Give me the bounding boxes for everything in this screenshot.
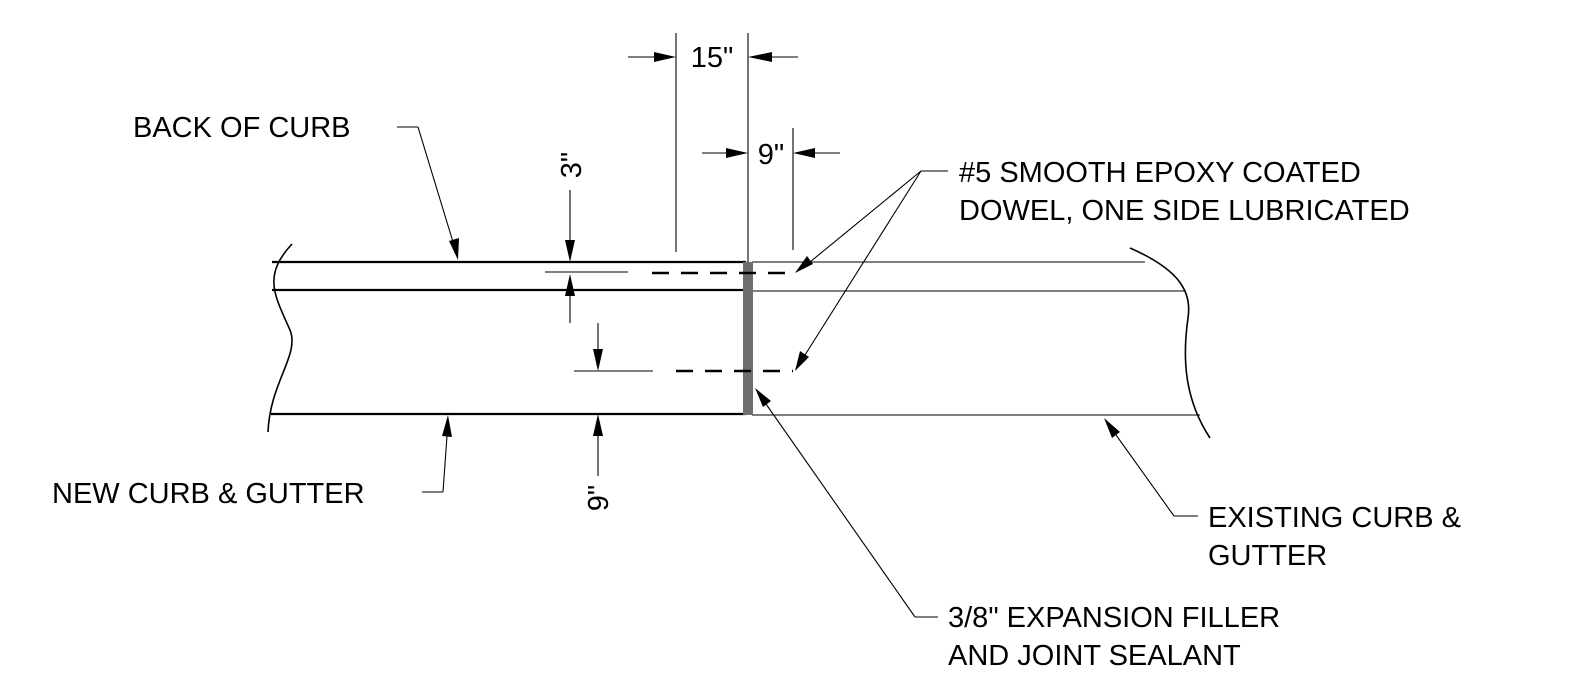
label-filler-line1: 3/8" EXPANSION FILLER	[948, 602, 1280, 634]
left-break-line	[267, 243, 293, 433]
label-dowel-line1: #5 SMOOTH EPOXY COATED	[959, 157, 1361, 189]
arrowhead	[795, 256, 813, 273]
right-break-line	[1129, 247, 1211, 439]
dimension-3in-offset: 3"	[556, 152, 588, 323]
arrowhead	[726, 148, 748, 158]
arrowhead	[593, 349, 603, 371]
arrowhead	[593, 414, 603, 436]
arrowhead	[755, 388, 771, 407]
arrowhead	[449, 238, 459, 260]
arrowhead	[442, 415, 452, 437]
dimension-text-9in: 9"	[758, 139, 784, 171]
expansion-filler	[743, 262, 753, 415]
arrowhead	[654, 52, 676, 62]
leader-new-curb-gutter: NEW CURB & GUTTER	[52, 415, 452, 510]
arrowhead	[748, 52, 772, 62]
leader-dowel: #5 SMOOTH EPOXY COATED DOWEL, ONE SIDE L…	[795, 157, 1410, 371]
leader-expansion-filler: 3/8" EXPANSION FILLER AND JOINT SEALANT	[755, 388, 1280, 672]
dimension-text-3in: 3"	[556, 152, 588, 178]
label-existing-line2: GUTTER	[1208, 540, 1327, 572]
leader-line	[417, 126, 454, 243]
leader-line	[804, 170, 922, 356]
arrowhead	[1104, 418, 1120, 438]
dimension-15in: 15"	[628, 33, 798, 262]
arrowhead	[795, 351, 809, 371]
arrowhead	[565, 274, 575, 296]
arrowhead	[793, 148, 815, 158]
label-filler-line2: AND JOINT SEALANT	[948, 640, 1241, 672]
label-back-of-curb: BACK OF CURB	[133, 112, 351, 144]
arrowhead	[565, 240, 575, 262]
label-dowel-line2: DOWEL, ONE SIDE LUBRICATED	[959, 195, 1410, 227]
dimension-text-9in-bottom: 9"	[583, 485, 615, 511]
leader-line	[809, 170, 922, 263]
label-new-curb-gutter: NEW CURB & GUTTER	[52, 478, 365, 510]
leader-existing-curb-gutter: EXISTING CURB & GUTTER	[1104, 418, 1461, 572]
leader-line	[1115, 434, 1175, 517]
dimension-9in-embed: 9"	[702, 128, 840, 250]
leader-line	[765, 403, 916, 618]
curb-outline	[267, 243, 1211, 439]
dimension-9in-bottom: 9"	[583, 323, 615, 511]
dimension-text-15in: 15"	[691, 42, 734, 74]
label-existing-line1: EXISTING CURB &	[1208, 502, 1461, 534]
leader-line	[442, 435, 448, 493]
dowels	[545, 271, 793, 373]
leader-back-of-curb: BACK OF CURB	[133, 112, 459, 260]
